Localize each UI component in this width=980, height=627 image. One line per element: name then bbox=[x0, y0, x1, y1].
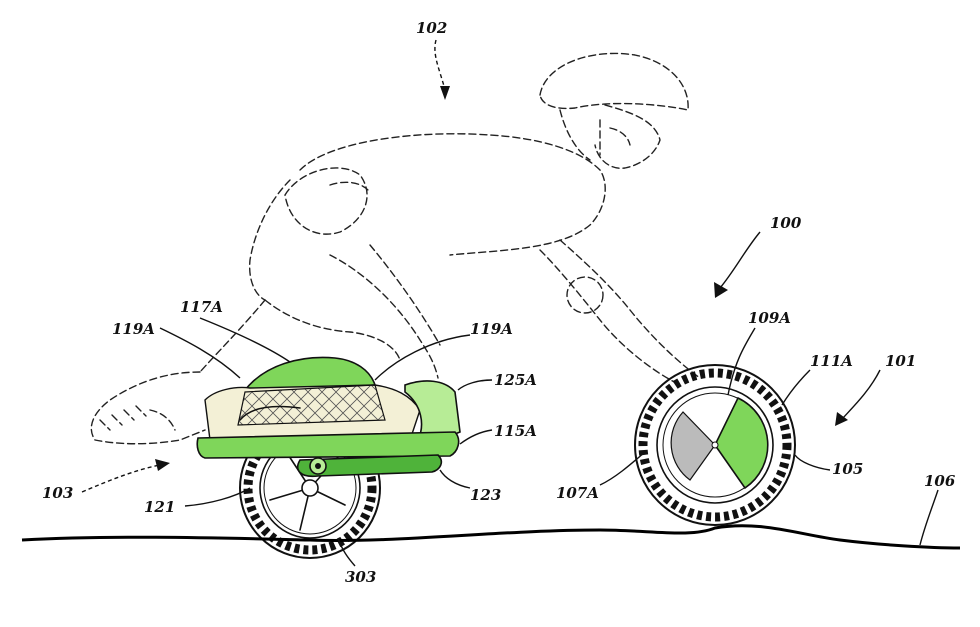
label-100: 100 bbox=[770, 214, 802, 232]
thigh bbox=[264, 299, 401, 361]
label-102: 102 bbox=[416, 19, 447, 37]
label-117a: 117A bbox=[180, 298, 223, 316]
front-wheel-cover bbox=[714, 396, 769, 490]
front-wheel bbox=[634, 364, 796, 526]
reference-labels: 102 100 101 103 105 106 107A 109A 111A 1… bbox=[42, 19, 956, 586]
label-106: 106 bbox=[924, 472, 956, 490]
label-121: 121 bbox=[144, 498, 175, 516]
lower-arm bbox=[296, 454, 443, 478]
label-123: 123 bbox=[470, 486, 501, 504]
label-303: 303 bbox=[345, 568, 376, 586]
label-103: 103 bbox=[42, 484, 73, 502]
ground-line bbox=[21, 524, 961, 550]
helmet bbox=[539, 52, 689, 111]
leader-lines bbox=[81, 39, 939, 567]
face bbox=[594, 104, 661, 169]
skate-body bbox=[196, 356, 461, 478]
label-119a-left: 119A bbox=[112, 320, 155, 338]
torso bbox=[299, 133, 606, 256]
shell-top bbox=[244, 356, 377, 393]
label-111a: 111A bbox=[810, 352, 853, 370]
arm bbox=[539, 249, 681, 386]
label-119a-right: 119A bbox=[470, 320, 513, 338]
label-107a: 107A bbox=[556, 484, 599, 502]
base-plate bbox=[196, 431, 460, 459]
label-115a: 115A bbox=[494, 422, 537, 440]
rider-outline bbox=[90, 52, 701, 445]
rear-shoe bbox=[90, 371, 206, 445]
label-125a: 125A bbox=[494, 371, 537, 389]
label-105: 105 bbox=[832, 460, 863, 478]
label-101: 101 bbox=[885, 352, 916, 370]
rear-leg bbox=[199, 299, 266, 373]
label-109a: 109A bbox=[748, 309, 791, 327]
